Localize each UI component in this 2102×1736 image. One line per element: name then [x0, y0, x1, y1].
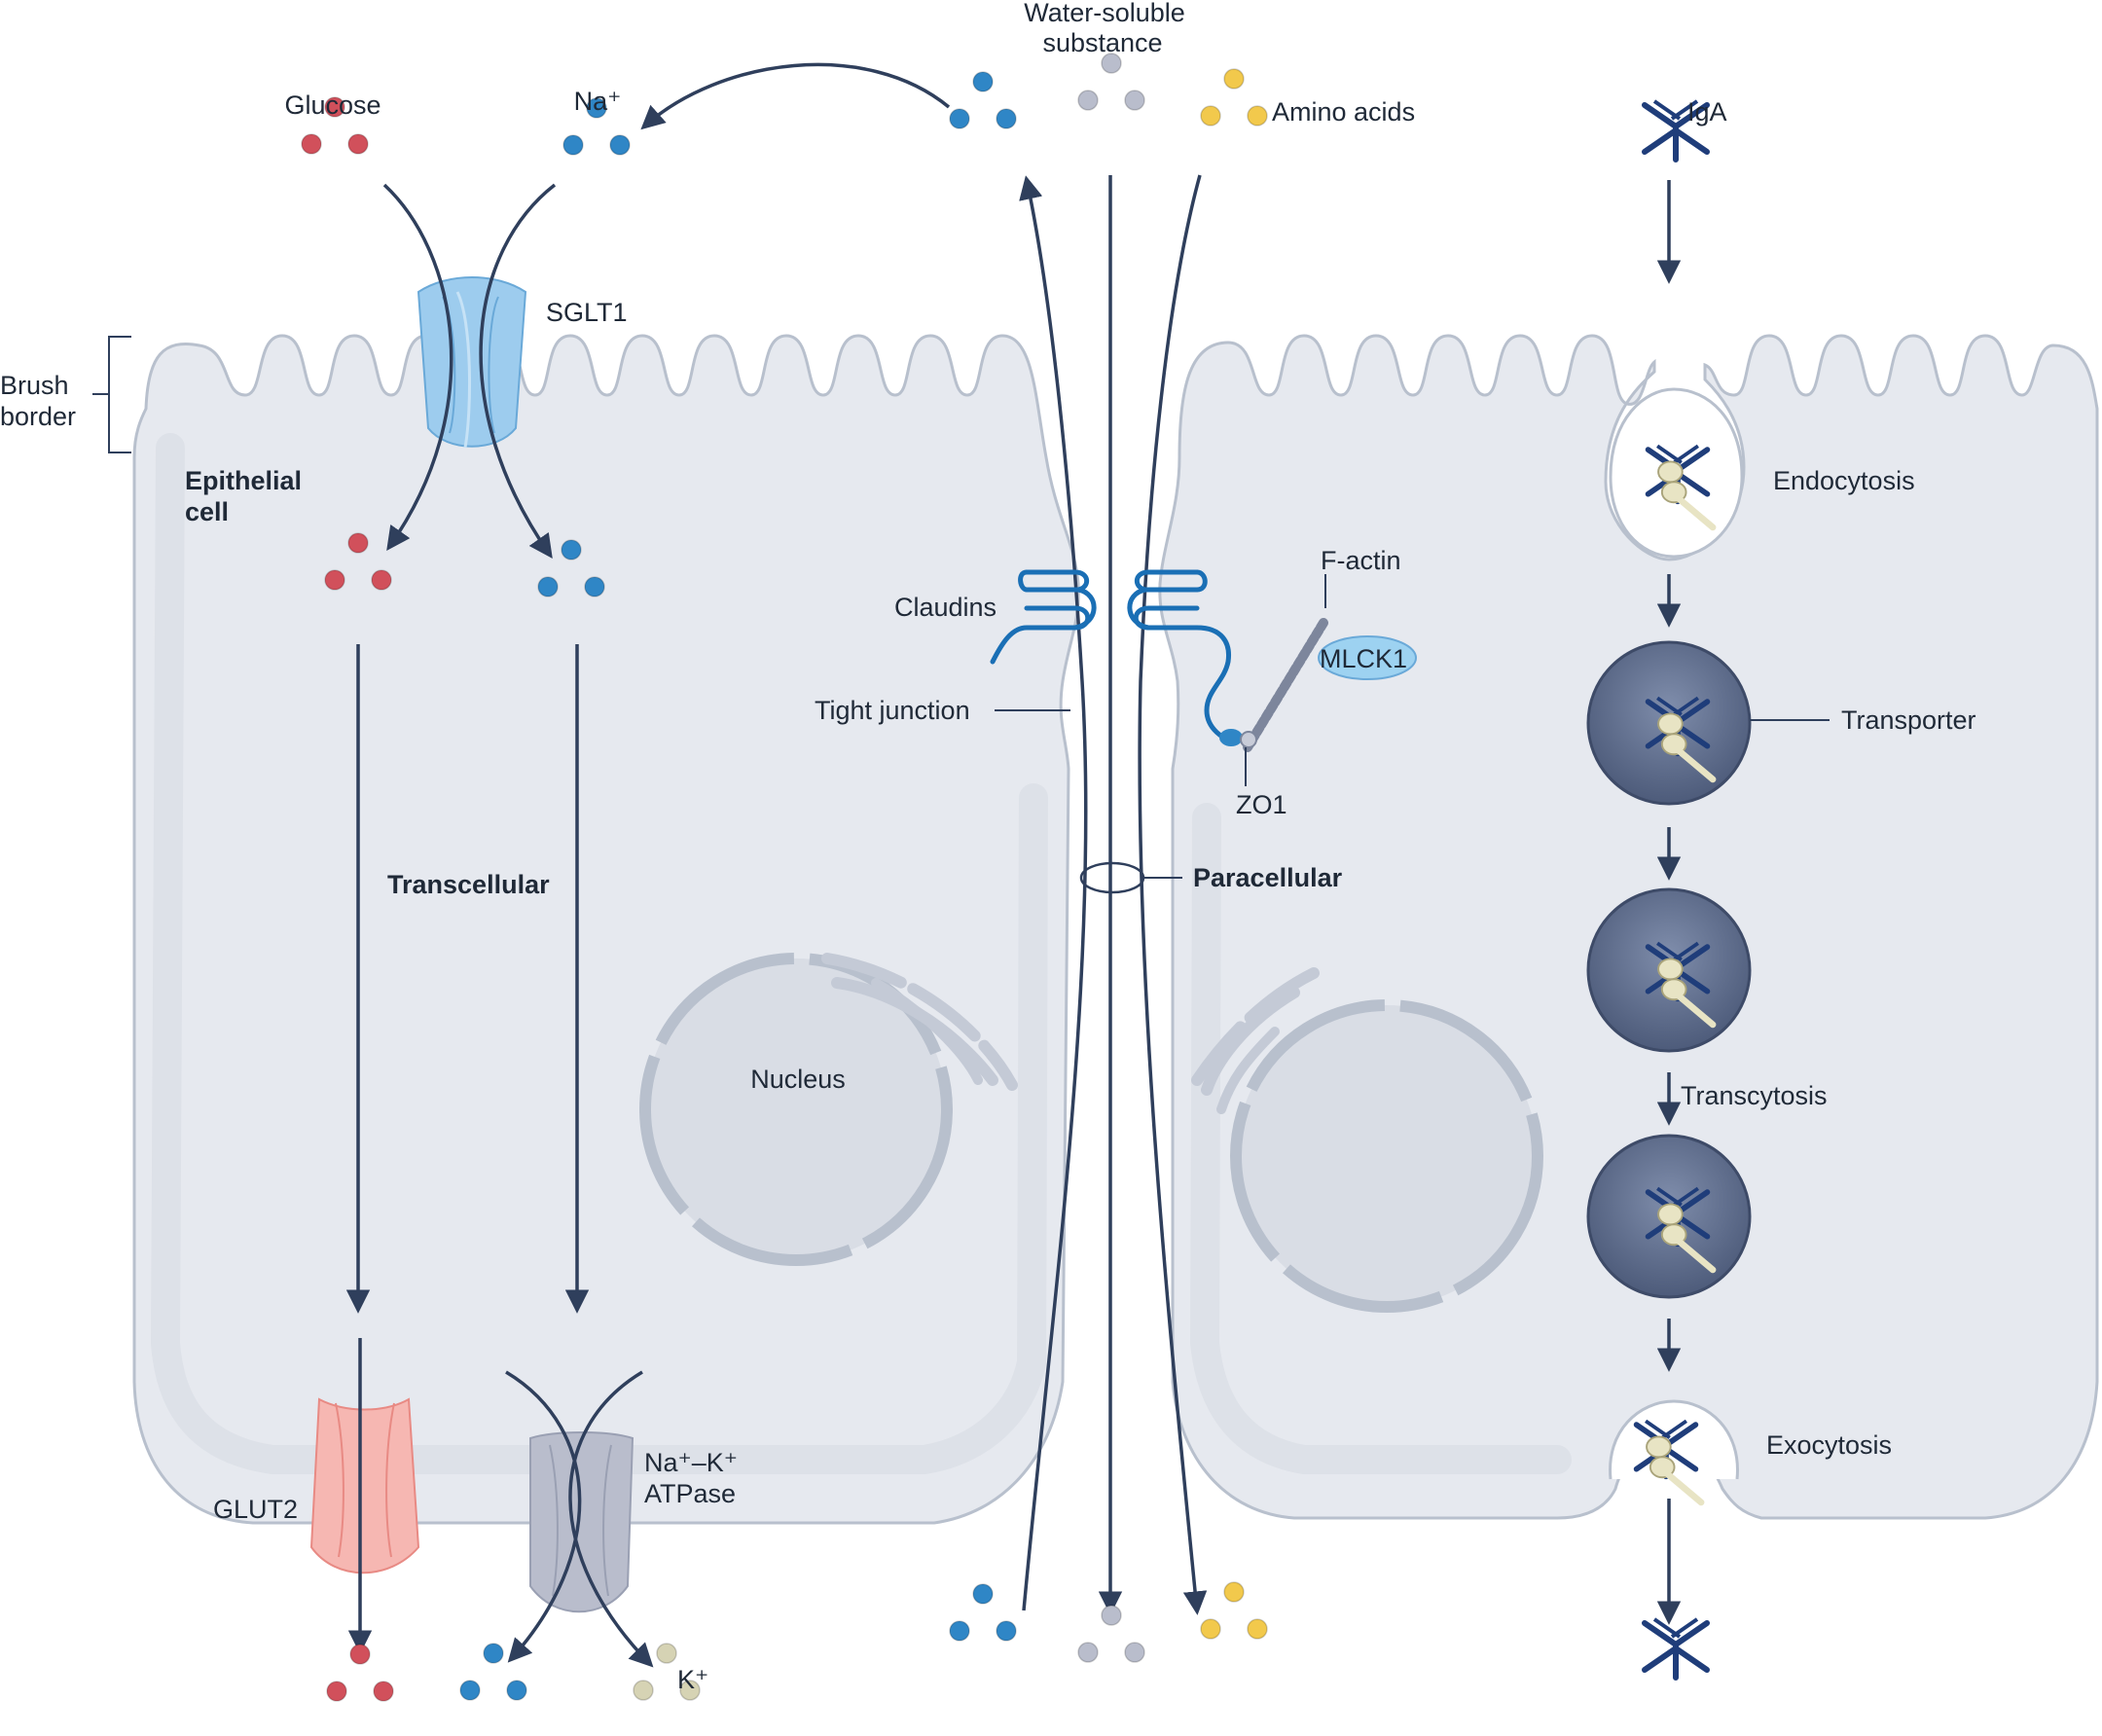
claudins-tight-junction [990, 569, 1232, 742]
na-para-bottom-molecule [972, 1583, 994, 1605]
sglt1-label: SGLT1 [546, 298, 628, 327]
iga-free-bottom [1642, 1617, 1710, 1681]
na-top-label: Na⁺ [574, 87, 622, 116]
left-cell-membrane [132, 334, 1080, 1525]
mlck1-label: MLCK1 [1320, 644, 1407, 673]
amino-top-molecule [1223, 68, 1245, 90]
amino-bottom-molecule [1247, 1618, 1268, 1640]
endocytosis-label: Endocytosis [1773, 466, 1915, 495]
iga-antibodies [1633, 99, 1717, 1681]
k-bottom-molecule [633, 1680, 654, 1701]
glucose-top-molecule [347, 133, 369, 155]
molecule-dots [301, 53, 1268, 1702]
glut2-transporter [309, 1397, 420, 1574]
na-top-molecule [586, 97, 607, 119]
iga-exocytosis [1633, 1419, 1705, 1506]
brush-border-bracket [92, 336, 131, 453]
na-bottom-molecule [483, 1643, 504, 1664]
na-cell-molecule [584, 576, 605, 597]
iga-transporter-3 [1645, 1186, 1717, 1274]
na-para-bottom-molecule [949, 1620, 970, 1642]
claudins-label: Claudins [894, 593, 997, 622]
iga-transporter-2 [1645, 941, 1717, 1029]
glucose-top-molecule [301, 133, 322, 155]
na-para-bottom-molecule [996, 1620, 1017, 1642]
water-bottom-molecule [1101, 1605, 1122, 1626]
na-recycled-molecule [996, 108, 1017, 129]
iga-endocytosis [1645, 444, 1717, 531]
brush-border-label-1: Brush [0, 371, 69, 400]
epithelial-label-1: Epithelial [185, 466, 302, 495]
amino-acids-label: Amino acids [1272, 97, 1415, 127]
glucose-cell-molecule [347, 532, 369, 554]
glucose-cell-molecule [371, 569, 392, 591]
na-top-molecule [562, 134, 584, 156]
water-bottom-molecule [1124, 1642, 1145, 1663]
zo1-label: ZO1 [1236, 790, 1287, 819]
epithelial-label-2: cell [185, 497, 229, 526]
water-top-molecule [1077, 90, 1099, 111]
left-nucleus [639, 953, 1018, 1266]
na-bottom-molecule [459, 1680, 481, 1701]
na-cell-molecule [561, 539, 582, 561]
water-top-molecule [1101, 53, 1122, 74]
nak-atpase-label-2: ATPase [644, 1479, 736, 1508]
labels: Glucose Na⁺ Water-soluble substance Amin… [0, 0, 1976, 1694]
amino-bottom-molecule [1223, 1581, 1245, 1603]
exocytosis-label: Exocytosis [1766, 1430, 1892, 1460]
transporter-label: Transporter [1841, 705, 1976, 735]
water-bottom-molecule [1077, 1642, 1099, 1663]
zo1-factin-complex [1219, 574, 1417, 786]
water-top-molecule [1124, 90, 1145, 111]
right-nucleus [1191, 967, 1543, 1313]
f-actin-label: F-actin [1321, 546, 1401, 575]
na-recycled-molecule [972, 71, 994, 92]
nak-atpase-pump [529, 1431, 634, 1613]
glucose-bottom-molecule [349, 1644, 371, 1665]
na-top-molecule [609, 134, 631, 156]
k-bottom-molecule [656, 1643, 677, 1664]
k-bottom-molecule [679, 1680, 701, 1701]
iga-free-top [1642, 99, 1710, 163]
k-bottom-label: K⁺ [677, 1665, 708, 1694]
transcytosis-label: Transcytosis [1681, 1081, 1828, 1110]
nak-atpase-label-1: Na⁺–K⁺ [644, 1448, 738, 1477]
mlck1-protein [1318, 635, 1417, 680]
glucose-cell-molecule [324, 569, 345, 591]
iga-label: IgA [1687, 97, 1727, 127]
iga-transporter-1 [1645, 696, 1717, 783]
brush-border-label-2: border [0, 402, 76, 431]
amino-top-molecule [1247, 105, 1268, 127]
glucose-top-label: Glucose [284, 90, 381, 120]
amino-top-molecule [1200, 105, 1221, 127]
na-recycled-molecule [949, 108, 970, 129]
water-soluble-label-2: substance [1042, 28, 1162, 57]
glucose-bottom-molecule [373, 1681, 394, 1702]
glut2-label: GLUT2 [213, 1495, 298, 1524]
na-cell-molecule [537, 576, 559, 597]
water-soluble-label-1: Water-soluble [1024, 0, 1185, 27]
paracellular-ring [1079, 861, 1145, 894]
paracellular-label: Paracellular [1193, 863, 1343, 892]
sglt1-transporter [417, 276, 527, 449]
tight-junction-label: Tight junction [815, 696, 970, 725]
glucose-bottom-molecule [326, 1681, 347, 1702]
na-bottom-molecule [506, 1680, 527, 1701]
nucleus-label: Nucleus [750, 1065, 846, 1094]
transport-arrows [345, 62, 1682, 1668]
transcellular-label: Transcellular [387, 870, 550, 899]
left-epithelial-cell [132, 334, 1080, 1525]
amino-bottom-molecule [1200, 1618, 1221, 1640]
glucose-top-molecule [324, 96, 345, 118]
